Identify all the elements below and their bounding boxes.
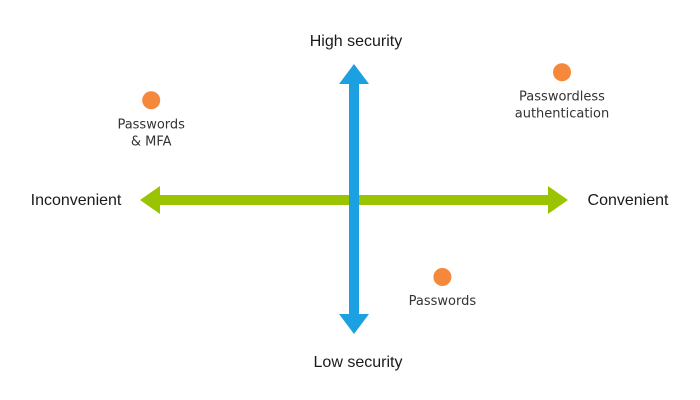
point-label: authentication — [515, 106, 610, 121]
high-security-label: High security — [310, 33, 402, 50]
security-axis-shaft — [349, 82, 359, 316]
point-passwords: Passwords — [409, 268, 477, 309]
points-layer: Passwords & MFA Passwordless authentication… — [117, 63, 609, 309]
inconvenient-arrowhead — [140, 186, 160, 214]
inconvenient-label: Inconvenient — [31, 192, 122, 209]
point-label: & MFA — [131, 134, 172, 149]
convenient-arrowhead — [548, 186, 568, 214]
low-security-label: Low security — [314, 354, 403, 371]
point-marker — [433, 268, 452, 286]
point-passwords-mfa: Passwords & MFA — [117, 91, 185, 149]
high-security-arrowhead — [339, 64, 369, 84]
convenient-label: Convenient — [588, 192, 670, 209]
point-passwordless: Passwordless authentication — [515, 63, 610, 121]
point-marker — [553, 63, 571, 82]
point-label: Passwords — [409, 294, 477, 309]
point-label: Passwords — [117, 117, 185, 132]
point-marker — [142, 91, 161, 110]
security-axis — [339, 64, 369, 334]
point-label: Passwordless — [519, 89, 605, 104]
low-security-arrowhead — [339, 314, 369, 334]
